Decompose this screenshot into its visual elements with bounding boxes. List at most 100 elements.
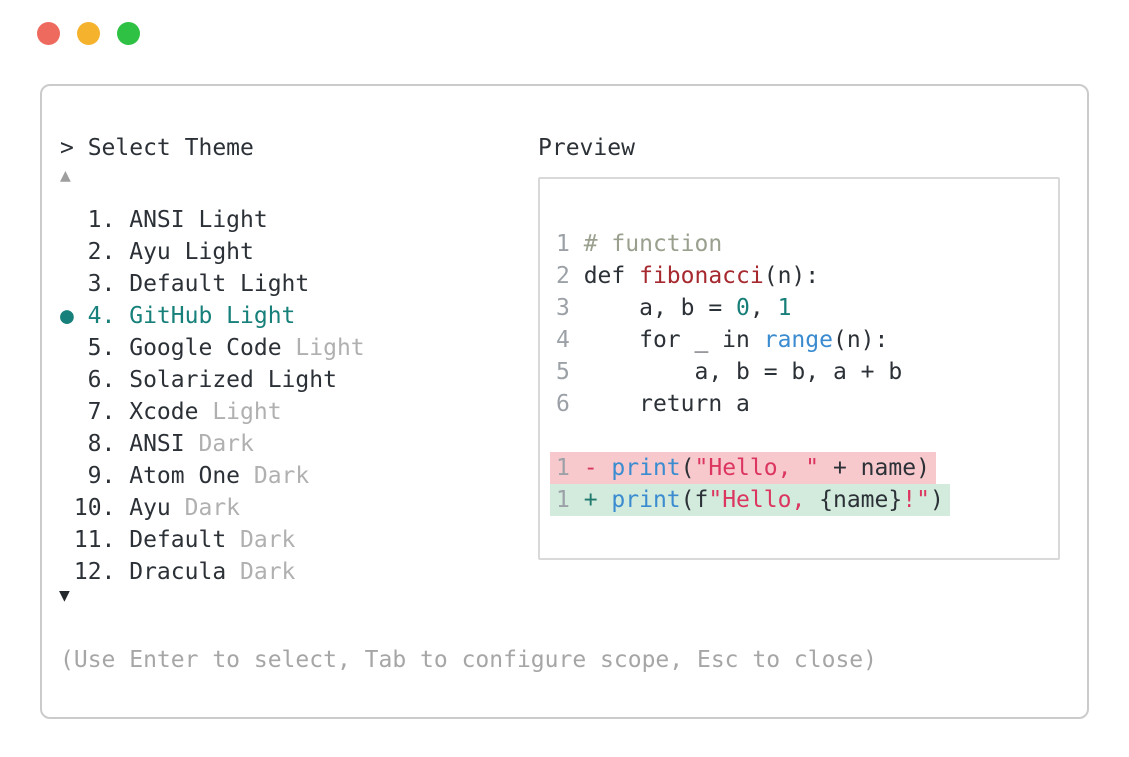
blank-line bbox=[556, 420, 950, 452]
line-number: 4 bbox=[556, 327, 584, 353]
line-number: 1 bbox=[556, 487, 584, 513]
diff-sign: + bbox=[583, 487, 612, 513]
code-token: + name) bbox=[819, 455, 930, 481]
code-token: print bbox=[611, 487, 681, 513]
code-token: return a bbox=[583, 391, 750, 417]
theme-number-dot: . bbox=[101, 367, 130, 393]
selected-bullet-icon bbox=[60, 492, 74, 524]
theme-item-ansi-dark[interactable]: 8. ANSI Dark bbox=[42, 428, 365, 460]
theme-number-dot: . bbox=[101, 495, 130, 521]
code-token: # function bbox=[583, 231, 723, 257]
theme-name: Google Code bbox=[129, 335, 296, 361]
theme-item-ayu-light[interactable]: 2. Ayu Light bbox=[42, 236, 365, 268]
diff-sign: - bbox=[583, 455, 612, 481]
zoom-window-button[interactable] bbox=[117, 22, 140, 45]
theme-variant: Dark bbox=[253, 463, 310, 489]
theme-number: 10 bbox=[73, 495, 102, 521]
code-token: a, b = bbox=[583, 295, 737, 321]
theme-number: 8 bbox=[87, 431, 102, 457]
theme-variant: Light bbox=[212, 399, 282, 425]
selected-bullet-icon bbox=[60, 268, 74, 300]
line-number: 3 bbox=[556, 295, 584, 321]
theme-item-ansi-light[interactable]: 1. ANSI Light bbox=[42, 204, 365, 236]
theme-item-ayu-dark[interactable]: 10. Ayu Dark bbox=[42, 492, 365, 524]
code-token: "Hello, " bbox=[694, 455, 820, 481]
theme-number-dot: . bbox=[101, 559, 130, 585]
theme-number: 7 bbox=[87, 399, 102, 425]
line-number: 5 bbox=[556, 359, 584, 385]
code-token: a, b = b, a + b bbox=[583, 359, 903, 385]
theme-item-github-light[interactable]: ● 4. GitHub Light bbox=[42, 300, 365, 332]
theme-number-dot: . bbox=[101, 271, 130, 297]
code-token: !" bbox=[902, 487, 930, 513]
theme-item-atom-one-dark[interactable]: 9. Atom One Dark bbox=[42, 460, 365, 492]
code-token: def bbox=[583, 263, 640, 289]
theme-number: 11 bbox=[73, 527, 102, 553]
selected-bullet-icon: ● bbox=[60, 303, 74, 329]
code-line: 4 for _ in range(n): bbox=[556, 324, 950, 356]
line-number: 2 bbox=[556, 263, 584, 289]
scroll-down-icon[interactable]: ▼ bbox=[59, 585, 70, 606]
code-token: "Hello, bbox=[708, 487, 820, 513]
code-token: for _ in bbox=[583, 327, 764, 353]
code-token: {name} bbox=[819, 487, 903, 513]
selected-bullet-icon bbox=[60, 364, 74, 396]
code-token: ( bbox=[680, 455, 695, 481]
theme-variant: Dark bbox=[240, 559, 296, 585]
theme-number-dot: . bbox=[101, 239, 130, 265]
theme-name: GitHub Light bbox=[129, 303, 296, 329]
theme-item-default-light[interactable]: 3. Default Light bbox=[42, 268, 365, 300]
theme-item-solarized-light[interactable]: 6. Solarized Light bbox=[42, 364, 365, 396]
theme-number: 1 bbox=[87, 207, 102, 233]
theme-name: Ayu bbox=[129, 495, 185, 521]
selected-bullet-icon bbox=[60, 332, 74, 364]
close-window-button[interactable] bbox=[37, 22, 60, 45]
theme-item-default-dark[interactable]: 11. Default Dark bbox=[42, 524, 365, 556]
scroll-up-icon[interactable]: ▲ bbox=[60, 165, 71, 186]
diff-line: 1 - print("Hello, " + name) bbox=[550, 452, 950, 484]
theme-number-dot: . bbox=[101, 335, 130, 361]
theme-name: Dracula bbox=[129, 559, 241, 585]
theme-name: Ayu Light bbox=[129, 239, 254, 265]
code-token: (f bbox=[680, 487, 709, 513]
theme-number-dot: . bbox=[101, 303, 130, 329]
dialog-title: > Select Theme bbox=[60, 135, 254, 161]
theme-variant: Light bbox=[295, 335, 365, 361]
theme-number-dot: . bbox=[101, 399, 130, 425]
theme-number: 6 bbox=[87, 367, 102, 393]
theme-item-xcode-light[interactable]: 7. Xcode Light bbox=[42, 396, 365, 428]
theme-name: Default bbox=[129, 527, 241, 553]
code-token: (n): bbox=[763, 263, 820, 289]
theme-number: 3 bbox=[87, 271, 102, 297]
code-token: 0 bbox=[736, 295, 750, 321]
keyboard-hint: (Use Enter to select, Tab to configure s… bbox=[60, 647, 877, 673]
diff-line-highlight: 1 - print("Hello, " + name) bbox=[550, 452, 936, 484]
code-token: (n): bbox=[832, 327, 889, 353]
theme-picker-dialog: > Select Theme Preview ▲ 1. ANSI Light 2… bbox=[40, 84, 1089, 719]
minimize-window-button[interactable] bbox=[77, 22, 100, 45]
preview-title: Preview bbox=[538, 135, 635, 161]
theme-item-google-code-light[interactable]: 5. Google Code Light bbox=[42, 332, 365, 364]
selected-bullet-icon bbox=[60, 556, 74, 588]
theme-number: 5 bbox=[87, 335, 102, 361]
theme-number-dot: . bbox=[101, 431, 130, 457]
code-line: 6 return a bbox=[556, 388, 950, 420]
theme-variant: Dark bbox=[184, 495, 241, 521]
selected-bullet-icon bbox=[60, 460, 74, 492]
theme-number-dot: . bbox=[101, 527, 130, 553]
theme-item-dracula-dark[interactable]: 12. Dracula Dark bbox=[42, 556, 365, 588]
theme-name: ANSI bbox=[129, 431, 199, 457]
theme-variant: Dark bbox=[198, 431, 254, 457]
line-number: 6 bbox=[556, 391, 584, 417]
code-token: , bbox=[749, 295, 778, 321]
code-token: 1 bbox=[777, 295, 792, 321]
line-number: 1 bbox=[556, 455, 584, 481]
theme-number: 12 bbox=[73, 559, 102, 585]
window-controls bbox=[37, 22, 140, 45]
theme-name: Atom One bbox=[129, 463, 254, 489]
line-number: 1 bbox=[556, 231, 584, 257]
theme-number: 4 bbox=[87, 303, 102, 329]
code-line: 1 # function bbox=[556, 228, 950, 260]
theme-number: 2 bbox=[87, 239, 102, 265]
code-line: 5 a, b = b, a + b bbox=[556, 356, 950, 388]
